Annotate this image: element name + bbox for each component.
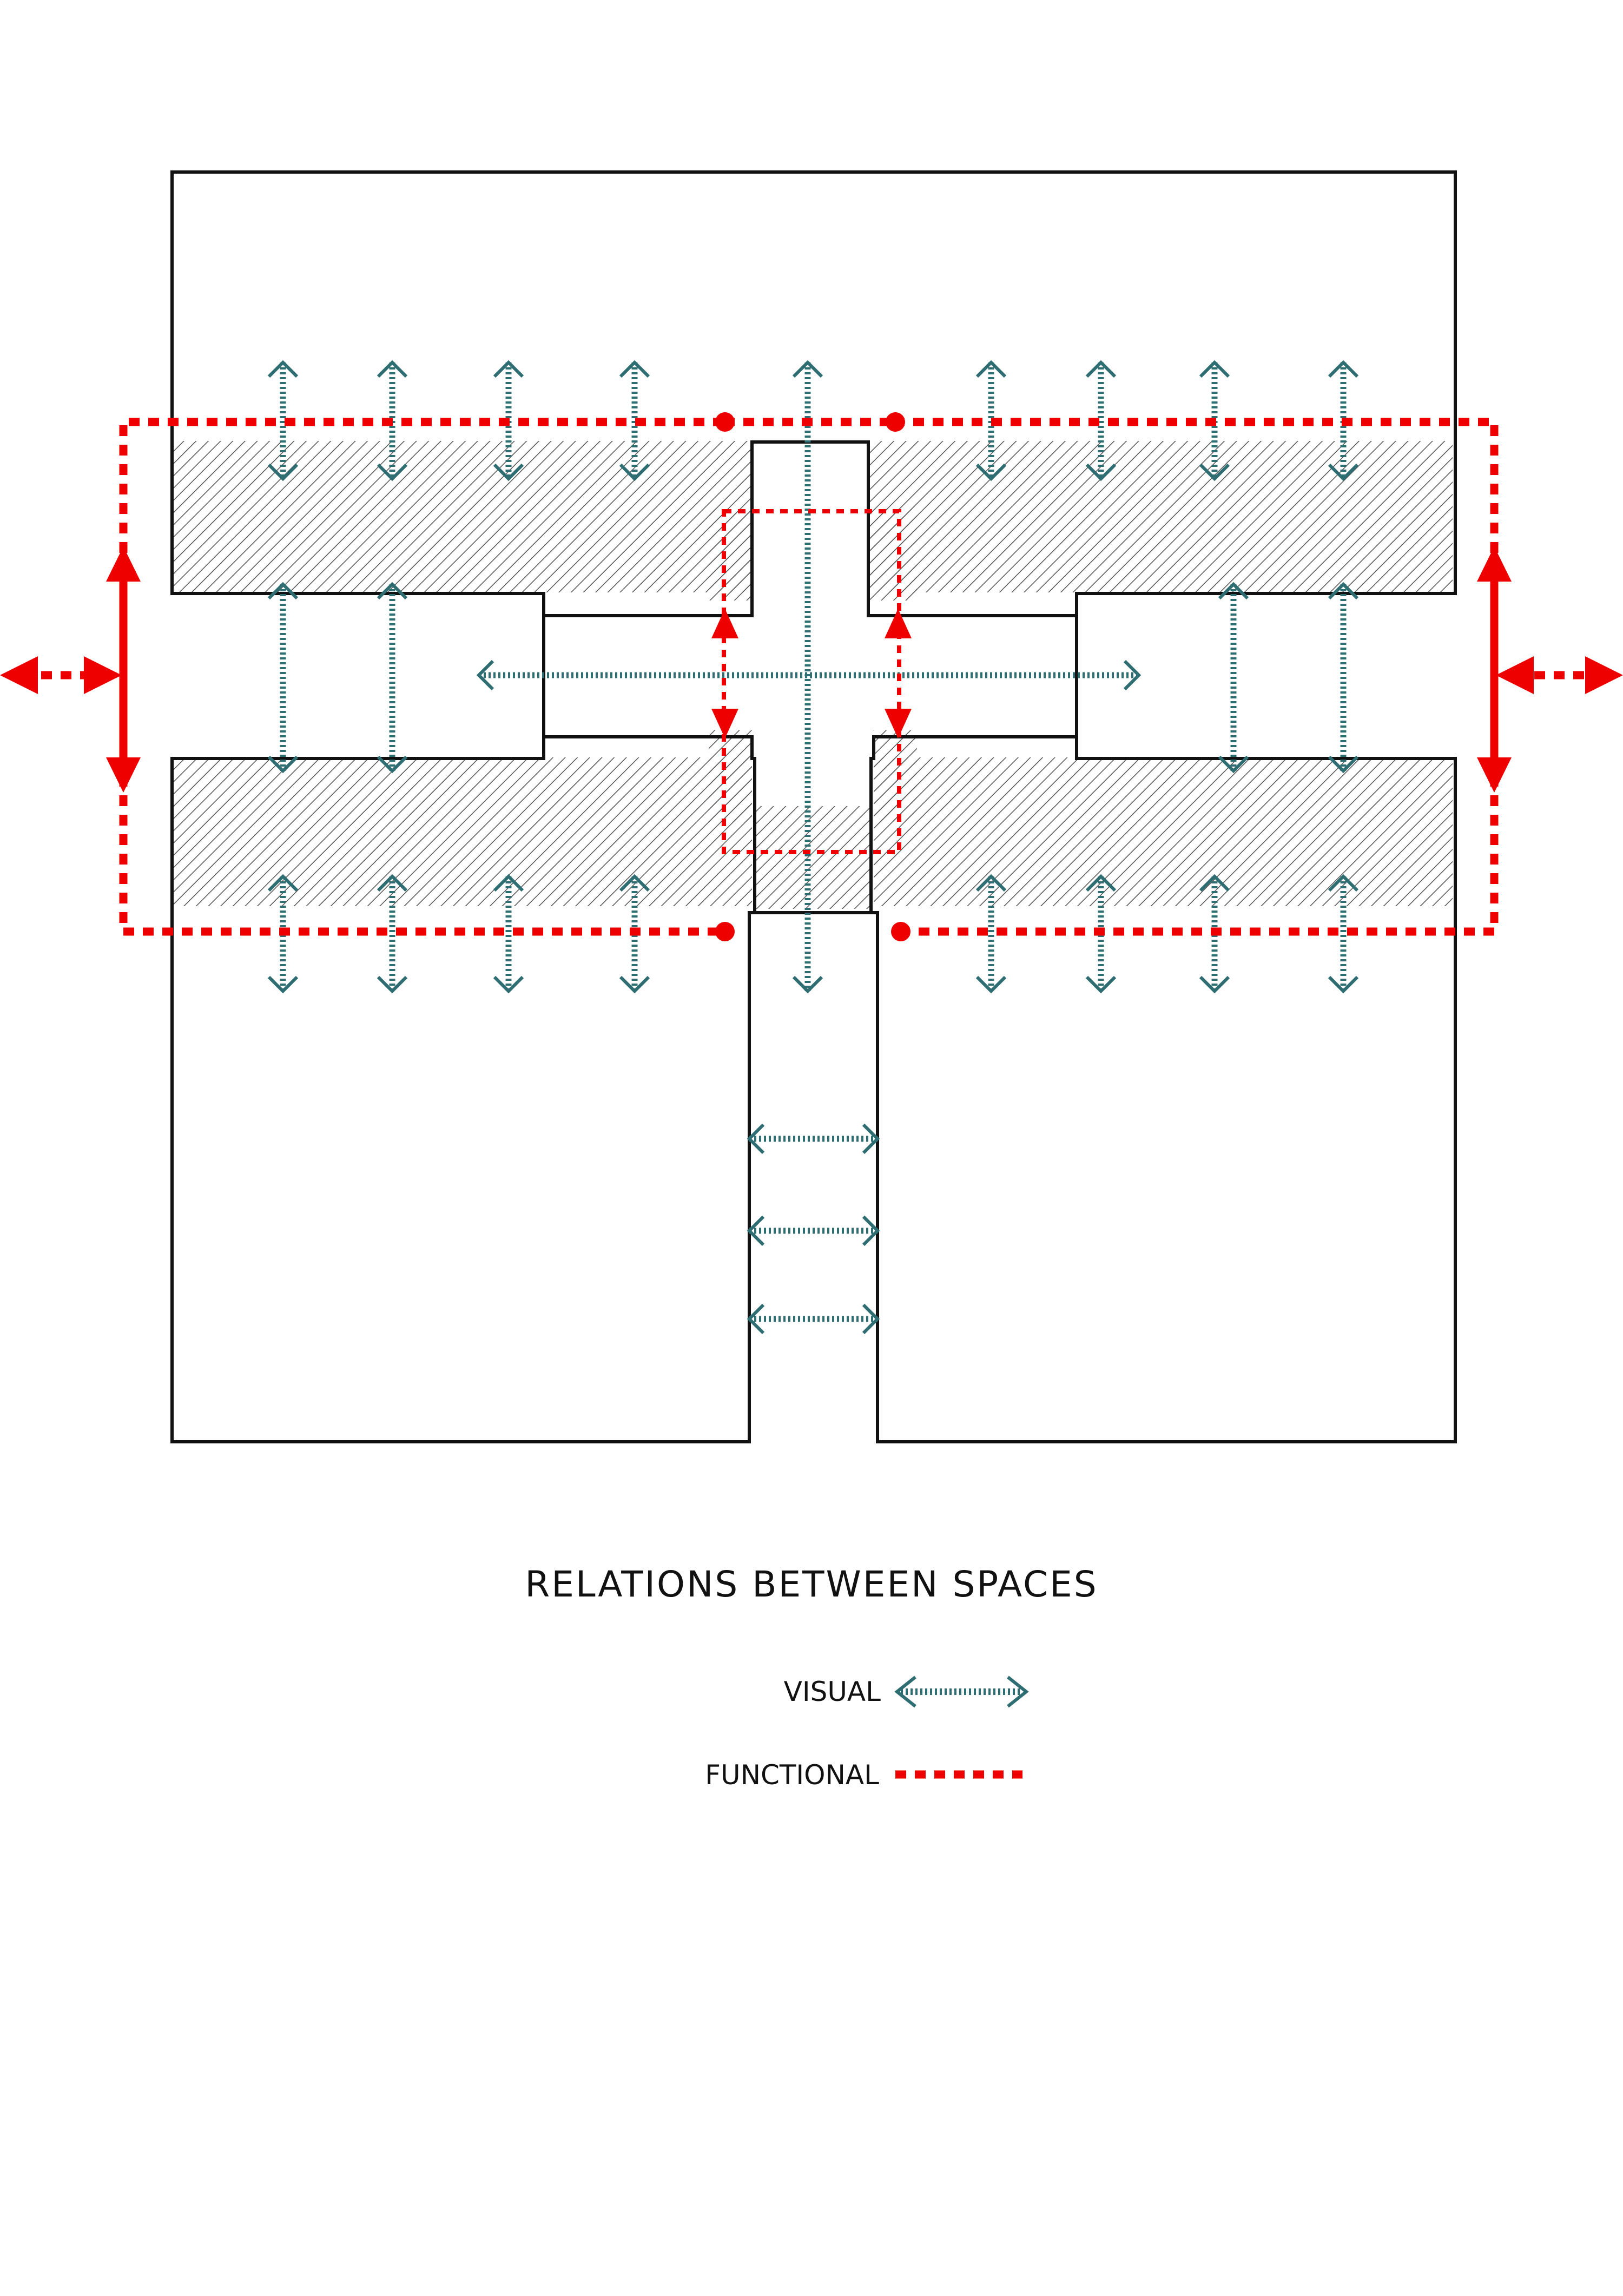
visual-arrow-icon [975,874,1007,994]
visual-arrow-icon [1218,582,1249,774]
junction-dot [715,922,735,941]
visual-arrow-icon [1085,874,1117,994]
hatch-top-right [868,441,1453,592]
functional-inner-loop [722,509,901,854]
junction-dot [715,412,735,432]
bottom-left-block-outline [170,735,756,1443]
visual-arrow-icon [1328,360,1359,481]
visual-arrow-icon [792,360,823,994]
visual-arrow-icon [1199,360,1230,481]
visual-arrow-icon [1199,874,1230,994]
arrowhead-icon [885,709,912,738]
junction-dot [891,922,911,941]
hatch-bottom-right [874,757,1453,906]
junction-dot [886,412,905,432]
arrowhead-icon [84,656,122,694]
functional-relations [22,418,1601,936]
hatch-core-right-bottom [874,730,917,822]
visual-arrow-icon [619,874,650,994]
visual-arrow-icon [377,582,408,774]
bottom-right-block-outline [869,735,1457,1443]
arrowhead-icon [885,609,912,638]
hatch-core-bottom [755,806,871,909]
building-outlines [170,170,1457,1443]
visual-arrow-icon [267,360,299,481]
arrowhead-icon [1585,656,1623,694]
arrowhead-icon [711,609,738,638]
legend-visual-label: VISUAL [783,1676,881,1707]
visual-arrow-icon [493,874,524,994]
legend-visual-symbol [894,1675,1029,1708]
visual-arrow-icon [1085,360,1117,481]
visual-arrow-icon [619,360,650,481]
arrowhead-icon [1477,546,1512,582]
visual-arrow-icon [747,1303,880,1335]
functional-outer-loop [119,418,1499,936]
hatch-top-left [173,441,752,592]
visual-arrow-icon [1328,874,1359,994]
hatch-core-top [709,509,752,601]
visual-arrow-icon [747,1215,880,1246]
visual-arrow-icon [377,874,408,994]
arrowhead-icon [0,656,38,694]
hatch-core-right-top [868,509,917,601]
diagram-title: RELATIONS BETWEEN SPACES [525,1563,1098,1605]
visual-arrow-icon [267,582,299,774]
arrowhead-icon [1496,656,1534,694]
arrowhead-icon [711,709,738,738]
visual-relations [267,360,1359,1335]
hatch-bottom-left [173,757,752,906]
visual-arrow-icon [975,360,1007,481]
hatch-core-left-bottom [709,730,752,822]
legend-functional-label: FUNCTIONAL [705,1759,879,1791]
arrowhead-icon [106,757,141,793]
visual-arrow-icon [267,874,299,994]
arrowhead-icon [106,546,141,582]
visual-arrow-icon [1328,582,1359,774]
visual-arrow-icon [493,360,524,481]
visual-arrow-icon [377,360,408,481]
visual-arrow-icon [476,659,1142,691]
functional-markers [0,412,1623,941]
visual-arrow-icon [747,1123,880,1154]
top-block-outline [170,170,1457,617]
arrowhead-icon [1477,757,1512,793]
